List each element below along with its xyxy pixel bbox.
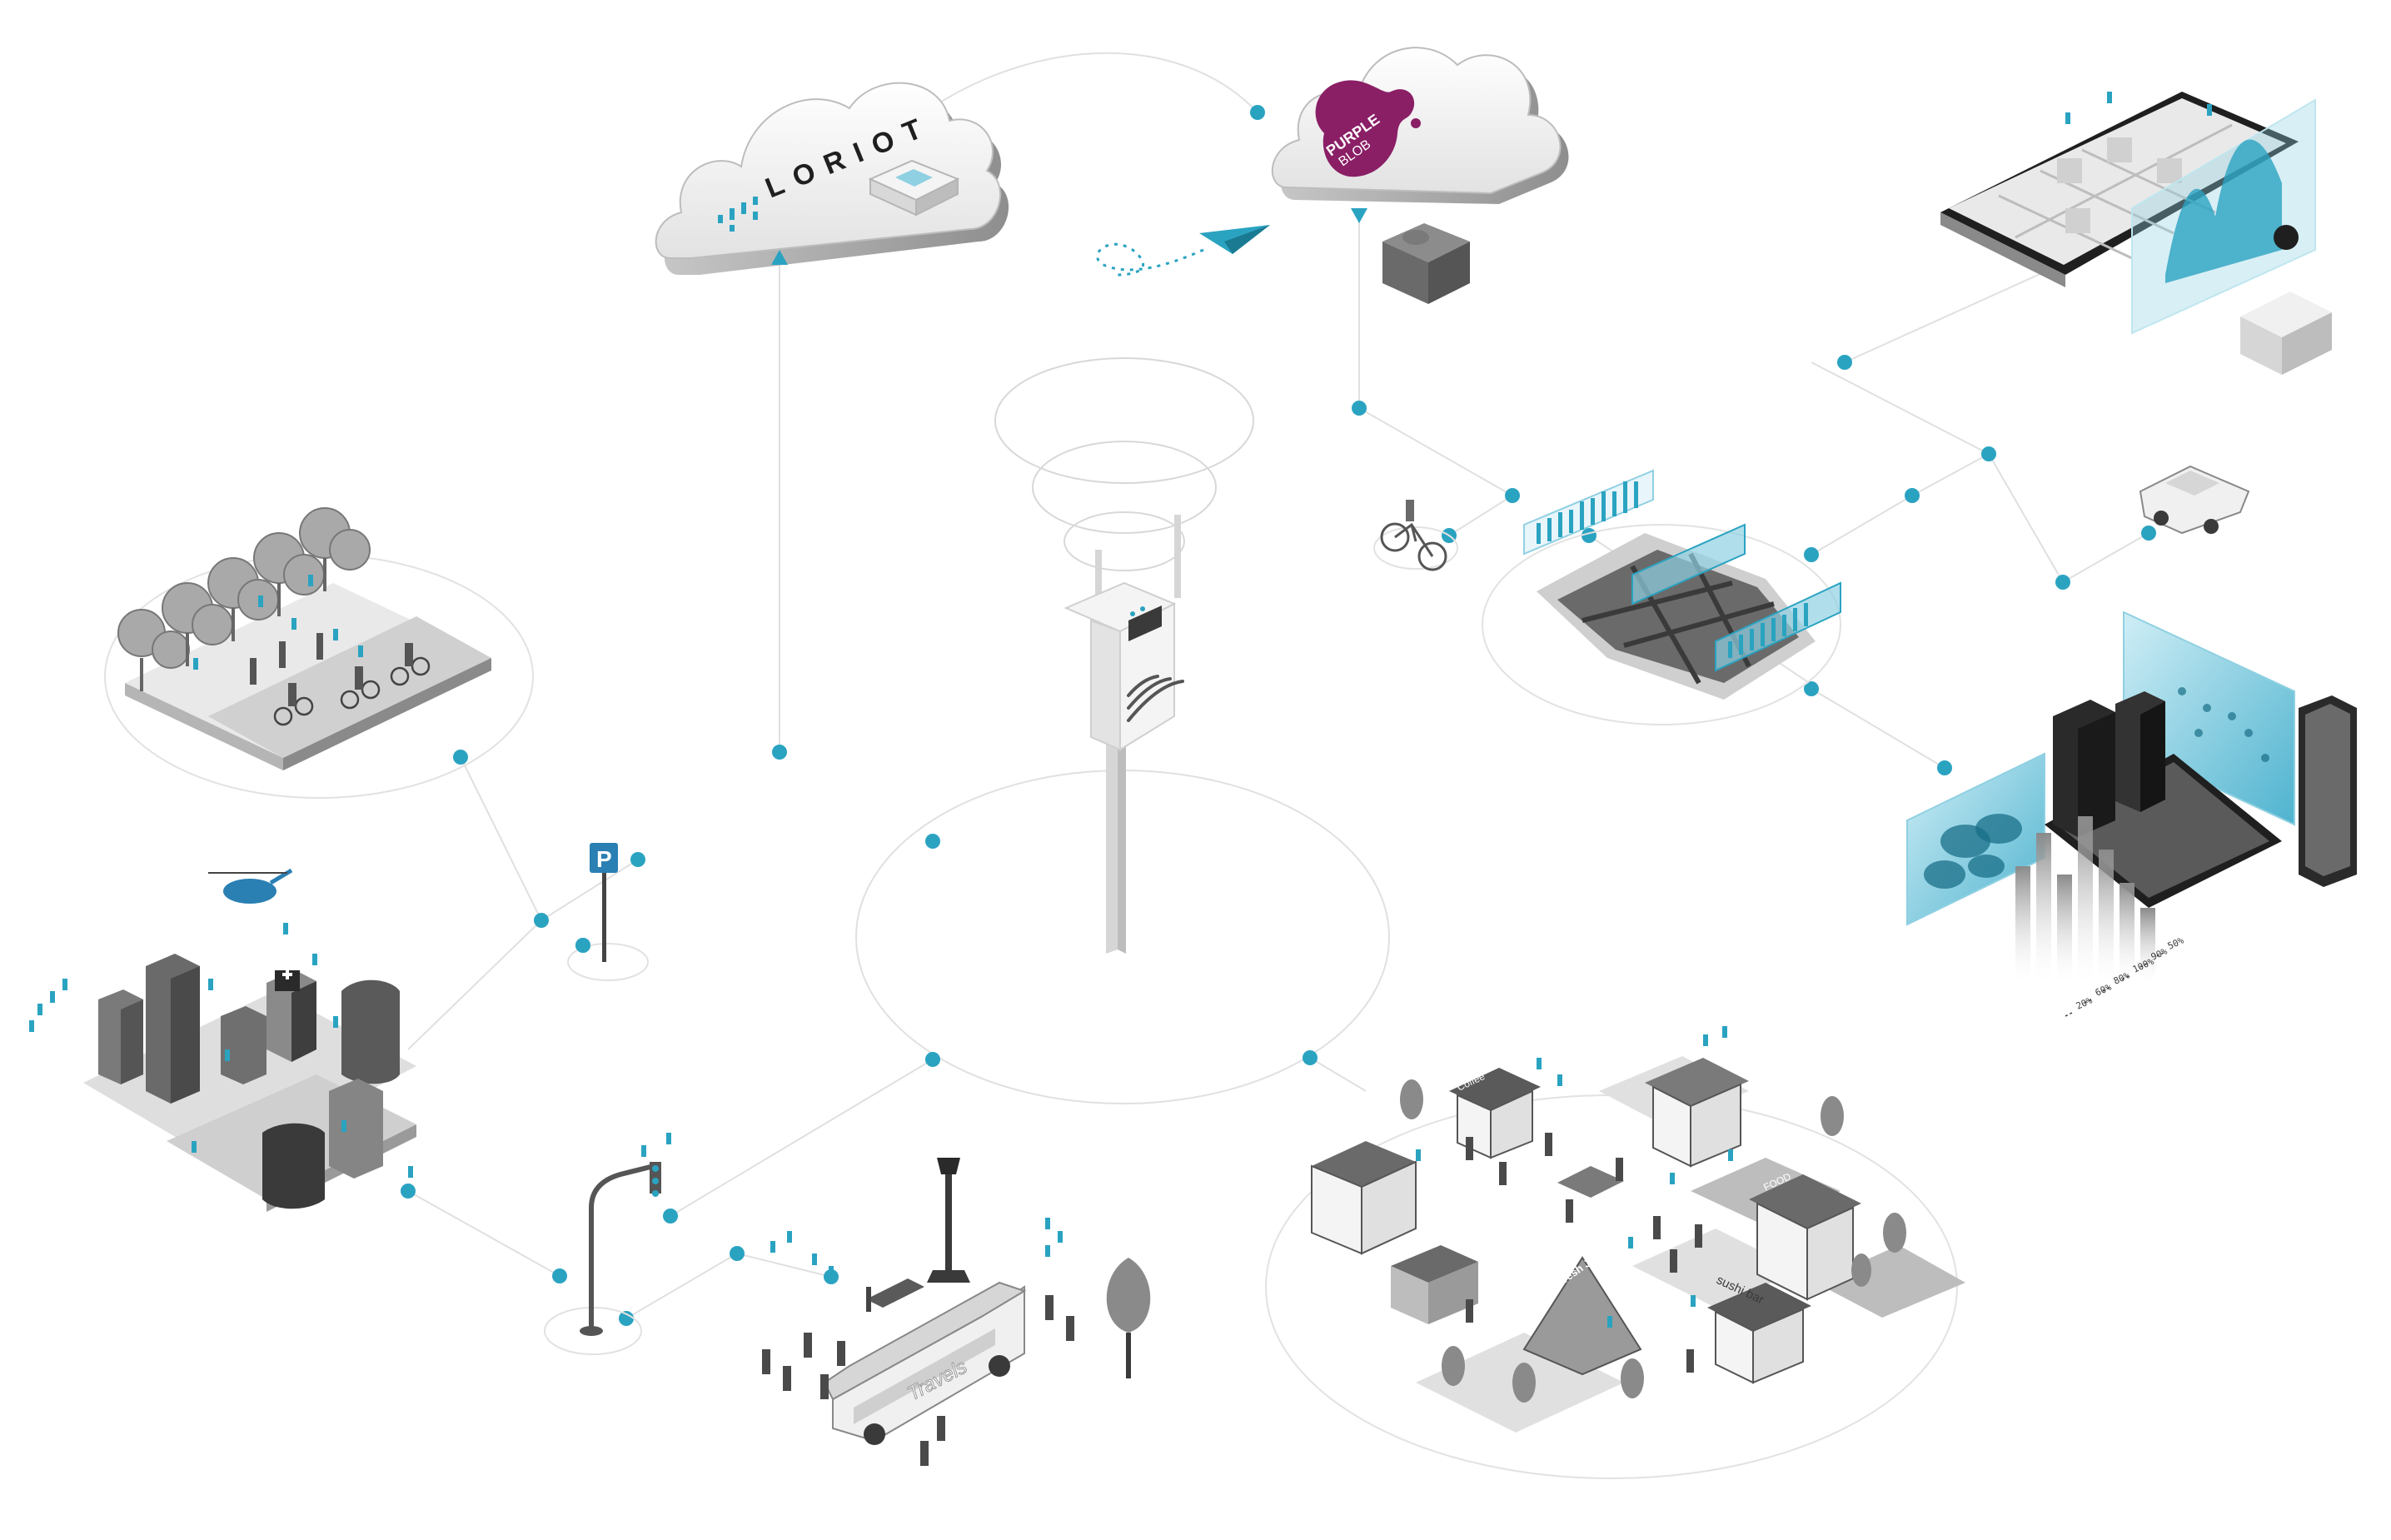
bicycle-icon	[1373, 500, 1458, 571]
user-head-icon	[2274, 225, 2299, 250]
tent-icon	[1522, 1256, 1642, 1376]
market-stall-icon	[1749, 1174, 1861, 1301]
autonomous-car-icon	[2139, 465, 2250, 535]
smartphone-map-scene	[1940, 92, 2332, 375]
gateway-device-icon	[868, 159, 960, 217]
uplink-arrow-icon	[771, 250, 788, 265]
wifi-signal-icon	[1127, 675, 1184, 722]
market-stall-icon	[1645, 1058, 1749, 1168]
park-pathway-scene	[104, 507, 534, 799]
cyclists-icon	[273, 656, 431, 726]
scale-label: 50%	[2166, 934, 2186, 951]
market-stall-icon	[1707, 1283, 1811, 1384]
downlink-arrow-icon	[1351, 208, 1367, 223]
loriot-logo-dots	[718, 197, 758, 232]
analytics-panel-1	[1523, 469, 1654, 556]
bus-stop-scene: Travels	[762, 1158, 1151, 1466]
scale-label: 60%	[2094, 981, 2114, 998]
smart-city-dashboard-scene: 50% 90% 100% 80% 60% 20%	[1906, 611, 2357, 1017]
city-map-analytics-scene	[1482, 469, 1841, 725]
tree-row-icon	[117, 507, 371, 669]
scale-label: 20%	[2075, 994, 2095, 1011]
parking-sign: P	[567, 843, 649, 981]
purple-blob-cloud: PURPLE BLOB	[1271, 47, 1569, 304]
analytics-panel-3	[1715, 581, 1841, 672]
market-stall-icon	[1311, 1141, 1417, 1255]
helicopter-icon	[208, 868, 293, 904]
paper-plane-icon	[1096, 225, 1270, 277]
connection-nodes	[401, 105, 2156, 1326]
traffic-light-scene	[544, 1133, 671, 1355]
city-buildings-scene	[29, 923, 416, 1212]
dashboard-bar-chart	[2015, 816, 2155, 983]
purple-blob-logo-icon	[1315, 80, 1415, 177]
food-market-scene: Coffee Fresh Juice sushi bar FOOD	[1265, 1026, 1965, 1479]
loriot-cloud: LORIOT	[655, 82, 1009, 275]
lorawan-gateway-antenna	[994, 357, 1254, 954]
parking-sign-label: P	[596, 846, 612, 872]
puzzle-block-icon	[1382, 223, 1470, 304]
analytics-panel-2	[1631, 523, 1746, 606]
